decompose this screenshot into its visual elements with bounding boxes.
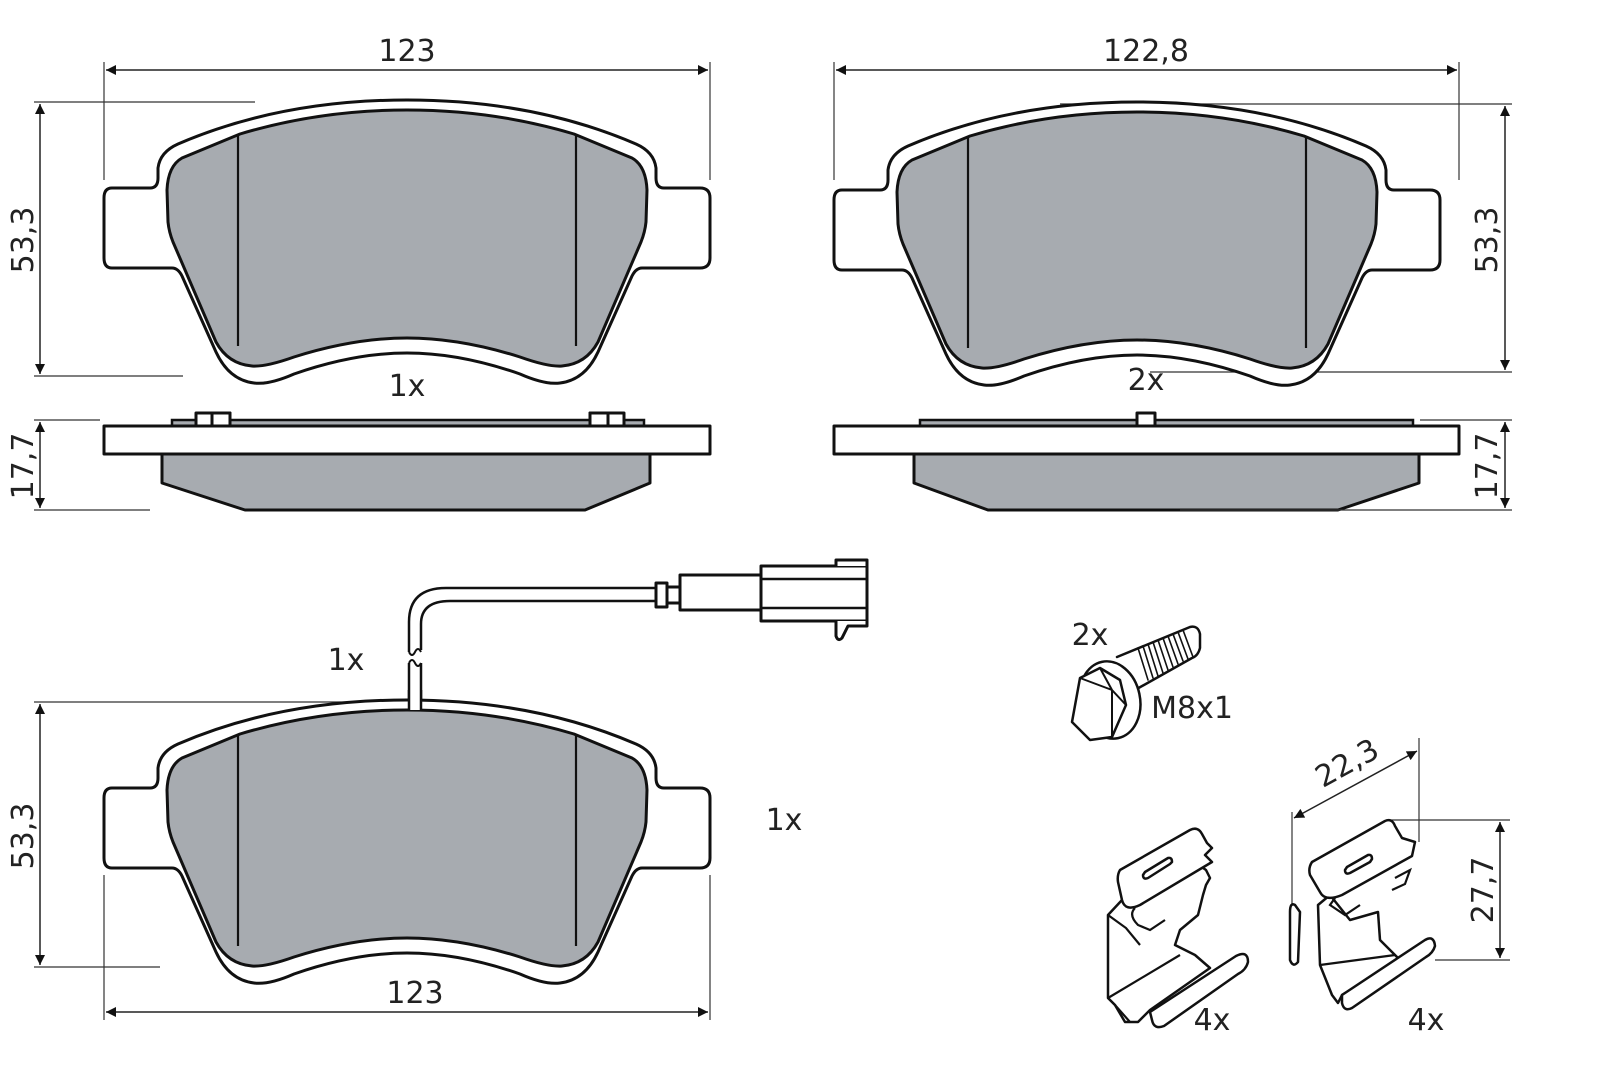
connector-plug xyxy=(759,564,869,623)
backing-plate-profile xyxy=(832,424,1461,456)
clip-tab xyxy=(588,411,610,428)
clip-barb xyxy=(1391,867,1412,891)
width-label: 122,8 xyxy=(1103,34,1189,69)
connector-latch xyxy=(834,558,869,566)
mounting-bolt: 2x M8x1 xyxy=(1070,618,1233,742)
connector-latch xyxy=(834,621,869,642)
sensor-quantity-label: 1x xyxy=(328,643,365,678)
pad-top-right: 122,8 53,3 2x 17,7 xyxy=(832,34,1512,512)
sensor-entry xyxy=(410,690,420,710)
side-profile xyxy=(832,411,1461,512)
cable-break xyxy=(408,659,422,667)
cable-break xyxy=(408,648,422,656)
thread-size-label: M8x1 xyxy=(1151,691,1233,726)
height-label: 53,3 xyxy=(1470,207,1505,274)
clip-fold xyxy=(1107,997,1131,1023)
pad-quantity-label: 1x xyxy=(766,803,803,838)
quantity-label: 2x xyxy=(1128,363,1165,398)
width-label: 123 xyxy=(378,34,435,69)
height-label: 27,7 xyxy=(1466,857,1501,924)
clip-side-tab xyxy=(1288,903,1302,966)
clip-tab xyxy=(1135,411,1157,428)
side-profile xyxy=(102,411,712,512)
clip-fold xyxy=(1319,953,1396,967)
height-label: 53,3 xyxy=(6,207,41,274)
thickness-label: 17,7 xyxy=(6,433,41,500)
cable-ferrule xyxy=(665,585,682,605)
retaining-clip-right: 22,3 27,7 4x xyxy=(1288,732,1510,1038)
wear-sensor xyxy=(407,558,869,700)
length-label: 22,3 xyxy=(1310,732,1385,795)
cable-ferrule xyxy=(654,581,669,609)
sensor-cable-inner xyxy=(419,599,656,650)
clip-fold xyxy=(1107,914,1141,946)
pad-top-left: 123 53,3 1x 17,7 xyxy=(6,34,712,512)
retaining-clip-left: 4x xyxy=(1106,827,1250,1038)
lining-profile xyxy=(160,452,652,512)
hex-edges xyxy=(1079,667,1127,737)
thickness-label: 17,7 xyxy=(1470,433,1505,500)
connector-body xyxy=(678,573,763,612)
clip-slot xyxy=(1343,853,1374,875)
clip-tab xyxy=(210,411,232,428)
clip-slot xyxy=(1141,856,1174,880)
quantity-label: 1x xyxy=(389,369,426,404)
backing-plate-profile xyxy=(102,424,712,456)
clip-fold xyxy=(1107,954,1181,999)
height-label: 53,3 xyxy=(6,803,41,870)
clip-hook xyxy=(1328,897,1361,917)
pad-bottom-left: 1x 53,3 1x 123 xyxy=(6,558,869,1020)
lining-profile xyxy=(912,452,1421,512)
clip-left-quantity-label: 4x xyxy=(1194,1003,1231,1038)
width-label: 123 xyxy=(386,976,443,1011)
clip-lower-tab xyxy=(1340,937,1437,1011)
sensor-cable-outer xyxy=(407,586,656,652)
bolt-quantity-label: 2x xyxy=(1072,618,1109,653)
clip-hook xyxy=(1131,907,1166,932)
clip-right-quantity-label: 4x xyxy=(1408,1003,1445,1038)
length-dimension-line xyxy=(1293,750,1418,819)
thread-lines xyxy=(1137,629,1194,681)
clip-lower-tab xyxy=(1148,952,1250,1029)
